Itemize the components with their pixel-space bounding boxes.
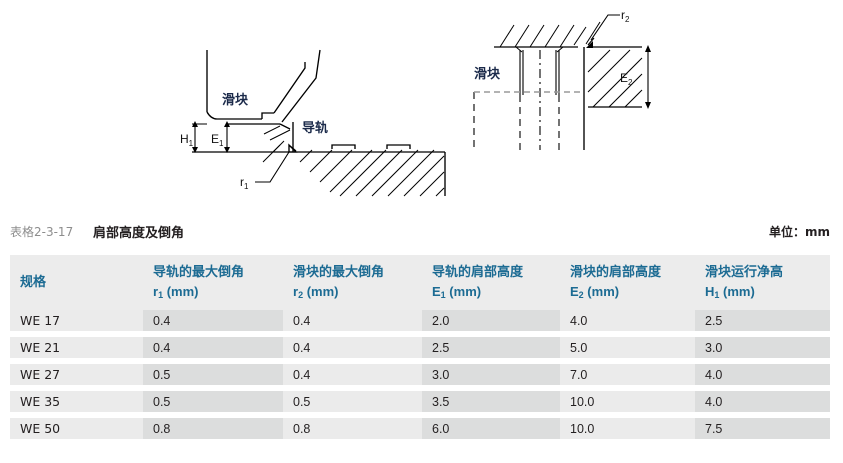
cell-spec: WE 17 (10, 310, 143, 331)
row-separator-cell (560, 385, 695, 391)
column-header-block-shoulder-height-line1: 滑块的肩部高度 (570, 264, 662, 280)
cell-block-clearance-height: 7.5 (695, 418, 830, 439)
column-header-spec: 规格 (10, 255, 143, 310)
row-separator-cell (422, 331, 560, 337)
cell-rail-max-chamfer: 0.4 (143, 337, 283, 358)
table-row-separator (10, 331, 830, 337)
row-separator-cell (10, 331, 143, 337)
cell-rail-max-chamfer: 0.8 (143, 418, 283, 439)
cell-spec: WE 35 (10, 391, 143, 412)
cell-rail-shoulder-height: 6.0 (422, 418, 560, 439)
cell-block-clearance-height: 4.0 (695, 391, 830, 412)
cell-spec: WE 50 (10, 418, 143, 439)
row-separator-cell (560, 412, 695, 418)
column-header-rail-shoulder-height-line2: E1 (mm) (432, 283, 482, 300)
row-separator-cell (695, 358, 830, 364)
figure-right-r2-label: r2 (621, 8, 630, 24)
cell-block-shoulder-height: 5.0 (560, 337, 695, 358)
table-caption-number: 表格2-3-17 (10, 225, 74, 239)
row-separator-cell (143, 385, 283, 391)
cell-block-shoulder-height: 4.0 (560, 310, 695, 331)
figure-left-r1-label: r1 (240, 175, 249, 191)
row-separator-cell (143, 331, 283, 337)
shoulder-height-chamfer-table: 规格 导轨的最大倒角 r1 (mm) 滑块的最大倒角 r2 (mm) 导轨的肩部… (10, 255, 830, 439)
figure-left-h1-label: H1 (180, 132, 194, 148)
cell-block-shoulder-height: 7.0 (560, 364, 695, 385)
cell-block-clearance-height: 4.0 (695, 364, 830, 385)
cell-rail-shoulder-height: 2.0 (422, 310, 560, 331)
column-header-block-max-chamfer: 滑块的最大倒角 r2 (mm) (283, 255, 422, 310)
column-header-block-clearance-height: 滑块运行净高 H1 (mm) (695, 255, 830, 310)
row-separator-cell (143, 412, 283, 418)
row-separator-cell (422, 385, 560, 391)
row-separator-cell (422, 412, 560, 418)
column-header-rail-shoulder-height-line1: 导轨的肩部高度 (432, 264, 524, 280)
cell-block-shoulder-height: 10.0 (560, 418, 695, 439)
table-row-separator (10, 385, 830, 391)
cell-block-max-chamfer: 0.5 (283, 391, 422, 412)
cell-block-max-chamfer: 0.4 (283, 364, 422, 385)
row-separator-cell (560, 331, 695, 337)
cell-rail-max-chamfer: 0.5 (143, 391, 283, 412)
row-separator-cell (283, 331, 422, 337)
figure-left-block-label: 滑块 (222, 92, 249, 108)
spec-table-wrapper: 规格 导轨的最大倒角 r1 (mm) 滑块的最大倒角 r2 (mm) 导轨的肩部… (10, 255, 830, 439)
cell-block-clearance-height: 2.5 (695, 310, 830, 331)
diagram-rail-block-left: 滑块 导轨 H1 E1 r1 (180, 49, 446, 197)
table-caption-title: 肩部高度及倒角 (93, 226, 185, 241)
row-separator-cell (695, 331, 830, 337)
table-header-row: 规格 导轨的最大倒角 r1 (mm) 滑块的最大倒角 r2 (mm) 导轨的肩部… (10, 255, 830, 310)
column-header-block-max-chamfer-line1: 滑块的最大倒角 (293, 264, 385, 280)
column-header-rail-max-chamfer-line1: 导轨的最大倒角 (153, 264, 245, 280)
column-header-block-clearance-height-line1: 滑块运行净高 (705, 264, 784, 280)
row-separator-cell (143, 358, 283, 364)
table-caption-row: 表格2-3-17 肩部高度及倒角 单位：mm (0, 219, 843, 249)
cell-block-shoulder-height: 10.0 (560, 391, 695, 412)
figure-left-rail-label: 导轨 (302, 120, 328, 136)
column-header-block-shoulder-height: 滑块的肩部高度 E2 (mm) (560, 255, 695, 310)
table-row-separator (10, 358, 830, 364)
column-header-rail-shoulder-height: 导轨的肩部高度 E1 (mm) (422, 255, 560, 310)
figure-right-block-label: 滑块 (474, 66, 501, 82)
row-separator-cell (10, 412, 143, 418)
row-separator-cell (422, 358, 560, 364)
cell-block-max-chamfer: 0.4 (283, 337, 422, 358)
cell-block-max-chamfer: 0.4 (283, 310, 422, 331)
row-separator-cell (283, 358, 422, 364)
row-separator-cell (283, 412, 422, 418)
table-row-separator (10, 412, 830, 418)
figures-area: 滑块 导轨 H1 E1 r1 (0, 0, 843, 212)
diagram-block-shoulder-right: 滑块 E2 r2 (473, 8, 651, 150)
cell-block-clearance-height: 3.0 (695, 337, 830, 358)
cell-rail-shoulder-height: 3.5 (422, 391, 560, 412)
figure-left-e1-label: E1 (211, 132, 224, 148)
column-header-rail-max-chamfer-line2: r1 (mm) (153, 283, 199, 300)
cell-rail-shoulder-height: 2.5 (422, 337, 560, 358)
cell-spec: WE 27 (10, 364, 143, 385)
column-header-block-max-chamfer-line2: r2 (mm) (293, 283, 339, 300)
row-separator-cell (695, 385, 830, 391)
cell-rail-shoulder-height: 3.0 (422, 364, 560, 385)
row-separator-cell (560, 358, 695, 364)
figure-right-e2-label: E2 (620, 71, 633, 87)
row-separator-cell (283, 385, 422, 391)
row-separator-cell (695, 412, 830, 418)
table-unit-label: 单位：mm (768, 225, 830, 239)
column-header-block-shoulder-height-line2: E2 (mm) (570, 283, 620, 300)
cell-block-max-chamfer: 0.8 (283, 418, 422, 439)
row-separator-cell (10, 358, 143, 364)
cell-spec: WE 21 (10, 337, 143, 358)
cell-rail-max-chamfer: 0.4 (143, 310, 283, 331)
column-header-rail-max-chamfer: 导轨的最大倒角 r1 (mm) (143, 255, 283, 310)
cell-rail-max-chamfer: 0.5 (143, 364, 283, 385)
column-header-block-clearance-height-line2: H1 (mm) (705, 283, 755, 300)
column-header-spec-line1: 规格 (20, 275, 47, 290)
row-separator-cell (10, 385, 143, 391)
